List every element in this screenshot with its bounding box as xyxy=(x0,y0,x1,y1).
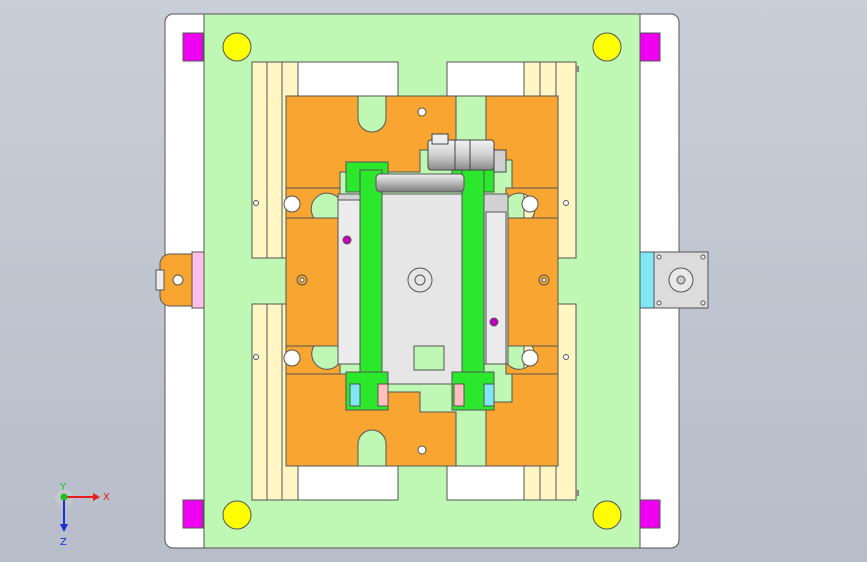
side-bar-left[interactable] xyxy=(337,199,361,365)
left-bracket[interactable] xyxy=(155,251,205,309)
arm-bearing xyxy=(377,383,389,407)
mounting-hole-icon xyxy=(299,277,305,283)
mounting-hole-icon xyxy=(417,107,427,117)
side-bar-right[interactable] xyxy=(485,211,507,365)
center-hub-inner xyxy=(414,274,426,286)
orange-block-bottom-right[interactable] xyxy=(485,373,559,467)
motor-icon[interactable] xyxy=(427,133,507,173)
center-notch xyxy=(413,345,445,371)
axis-y-label: Y xyxy=(59,482,67,493)
yellow-disc-top-left[interactable] xyxy=(222,32,252,62)
magenta-pad-bottom-right[interactable] xyxy=(639,499,661,529)
guide-roller xyxy=(521,349,539,367)
yellow-disc-bottom-right[interactable] xyxy=(592,500,622,530)
magenta-pad-top-right[interactable] xyxy=(639,32,661,62)
orange-block-middle-right[interactable] xyxy=(505,217,559,347)
cross-shaft[interactable] xyxy=(375,173,465,193)
magenta-pin xyxy=(342,235,352,245)
frame-hole xyxy=(253,200,259,206)
slot-top-left xyxy=(295,61,399,97)
mounting-hole-icon xyxy=(541,277,547,283)
orange-block-bottom-left[interactable] xyxy=(285,373,457,467)
frame-hole xyxy=(563,354,569,360)
frame-hole xyxy=(253,354,259,360)
axis-z-label: Z xyxy=(60,537,67,548)
axis-x-label: X xyxy=(103,492,110,503)
guide-roller xyxy=(283,349,301,367)
magenta-pad-top-left[interactable] xyxy=(182,32,204,62)
magenta-pin xyxy=(489,317,499,327)
yellow-disc-top-right[interactable] xyxy=(592,32,622,62)
frame-hole xyxy=(563,200,569,206)
orange-block-top-left[interactable] xyxy=(285,95,457,189)
arm-bearing xyxy=(483,383,495,407)
magenta-pad-bottom-left[interactable] xyxy=(182,499,204,529)
orange-block-middle-left[interactable] xyxy=(285,217,339,347)
arm-bearing xyxy=(349,383,361,407)
guide-roller xyxy=(521,195,539,213)
yellow-disc-bottom-left[interactable] xyxy=(222,500,252,530)
arm-bearing xyxy=(453,383,465,407)
edge-marker xyxy=(576,66,579,72)
edge-marker xyxy=(576,490,579,496)
axis-triad-icon: X Y Z xyxy=(55,482,110,548)
guide-roller xyxy=(283,195,301,213)
side-motor[interactable] xyxy=(639,251,709,309)
mounting-hole-icon xyxy=(417,445,427,455)
slot-bottom-left xyxy=(295,465,399,501)
